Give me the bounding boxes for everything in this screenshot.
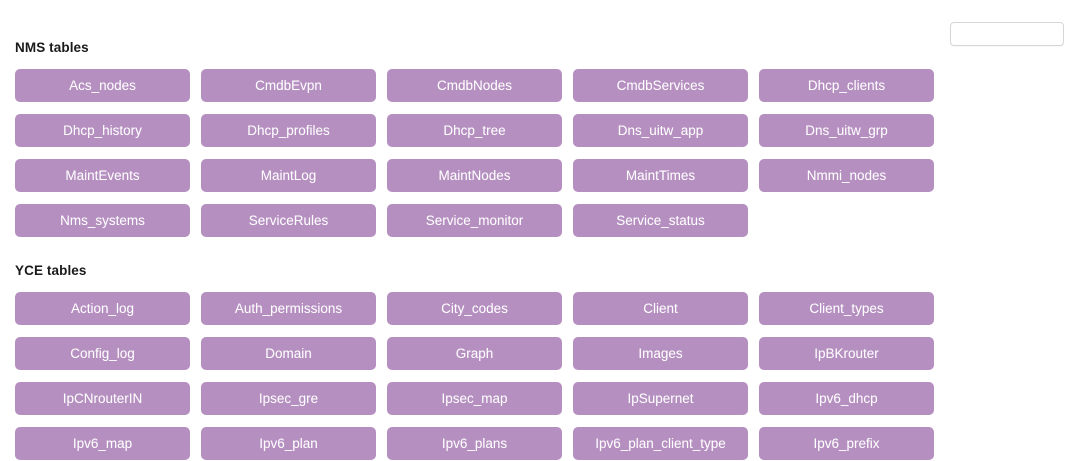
- table-button[interactable]: IpBKrouter: [759, 337, 934, 370]
- table-button[interactable]: Nms_systems: [15, 204, 190, 237]
- table-button[interactable]: Ipsec_map: [387, 382, 562, 415]
- table-button[interactable]: MaintNodes: [387, 159, 562, 192]
- table-button[interactable]: Ipsec_gre: [201, 382, 376, 415]
- table-button[interactable]: IpSupernet: [573, 382, 748, 415]
- table-grid-yce: Action_log Auth_permissions City_codes Clie…: [0, 292, 935, 460]
- section-yce-tables: YCE tables Action_log Auth_permissions Cit…: [0, 263, 935, 460]
- table-button[interactable]: Dhcp_profiles: [201, 114, 376, 147]
- table-button[interactable]: CmdbServices: [573, 69, 748, 102]
- table-button[interactable]: Client_types: [759, 292, 934, 325]
- table-button[interactable]: Images: [573, 337, 748, 370]
- table-button[interactable]: Domain: [201, 337, 376, 370]
- table-button[interactable]: MaintEvents: [15, 159, 190, 192]
- table-button[interactable]: City_codes: [387, 292, 562, 325]
- table-button[interactable]: Dns_uitw_grp: [759, 114, 934, 147]
- section-nms-tables: NMS tables Acs_nodes CmdbEvpn CmdbNodes Cmd…: [0, 40, 935, 237]
- table-button[interactable]: Nmmi_nodes: [759, 159, 934, 192]
- table-button[interactable]: Ipv6_plan: [201, 427, 376, 460]
- table-button[interactable]: Graph: [387, 337, 562, 370]
- table-button[interactable]: Ipv6_plans: [387, 427, 562, 460]
- table-button[interactable]: Dhcp_tree: [387, 114, 562, 147]
- table-button[interactable]: Dns_uitw_app: [573, 114, 748, 147]
- table-button[interactable]: CmdbNodes: [387, 69, 562, 102]
- table-button[interactable]: ServiceRules: [201, 204, 376, 237]
- table-button[interactable]: Ipv6_dhcp: [759, 382, 934, 415]
- table-button[interactable]: Action_log: [15, 292, 190, 325]
- table-button[interactable]: MaintLog: [201, 159, 376, 192]
- search-area: [0, 0, 1072, 52]
- table-button[interactable]: Ipv6_plan_client_type: [573, 427, 748, 460]
- table-button[interactable]: Dhcp_clients: [759, 69, 934, 102]
- table-button[interactable]: MaintTimes: [573, 159, 748, 192]
- table-button[interactable]: Service_status: [573, 204, 748, 237]
- table-button[interactable]: Ipv6_prefix: [759, 427, 934, 460]
- table-button[interactable]: Ipv6_map: [15, 427, 190, 460]
- section-title-yce: YCE tables: [15, 263, 87, 278]
- search-input[interactable]: [950, 22, 1064, 46]
- table-button[interactable]: IpCNrouterIN: [15, 382, 190, 415]
- table-button[interactable]: Client: [573, 292, 748, 325]
- table-button[interactable]: Auth_permissions: [201, 292, 376, 325]
- table-button[interactable]: Config_log: [15, 337, 190, 370]
- table-button[interactable]: Dhcp_history: [15, 114, 190, 147]
- table-button[interactable]: Acs_nodes: [15, 69, 190, 102]
- table-button[interactable]: Service_monitor: [387, 204, 562, 237]
- table-button[interactable]: CmdbEvpn: [201, 69, 376, 102]
- section-title-nms: NMS tables: [15, 40, 89, 55]
